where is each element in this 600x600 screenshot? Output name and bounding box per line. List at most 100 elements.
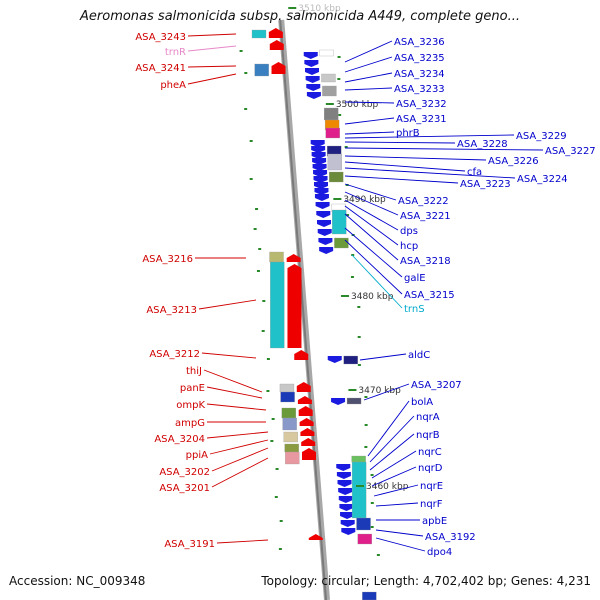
- forward-arrow: [269, 40, 284, 50]
- label-leader: [344, 213, 399, 261]
- backbone-core: [279, 19, 327, 600]
- label-leader: [344, 40, 393, 63]
- reverse-arrow: [311, 146, 326, 153]
- label-leader: [344, 131, 395, 135]
- label-leader: [371, 466, 417, 487]
- reverse-arrow: [306, 92, 321, 99]
- label-leader: [344, 161, 466, 172]
- reverse-arrow: [315, 202, 330, 209]
- scale-tick: [333, 198, 342, 200]
- label-leader: [344, 191, 399, 216]
- forward-arrow: [308, 534, 323, 540]
- label-leader: [206, 403, 267, 411]
- tick-mark: [270, 440, 274, 442]
- gene-label: bolA: [411, 397, 433, 408]
- gene-label: ppiA: [186, 450, 208, 461]
- feature-block: [279, 383, 295, 393]
- forward-arrow: [301, 438, 316, 446]
- label-leader: [187, 65, 237, 68]
- label-leader: [369, 415, 415, 463]
- label-leader: [371, 450, 417, 479]
- tick-mark: [271, 418, 275, 420]
- gene-label: ASA_3235: [394, 53, 445, 64]
- feature-block: [343, 355, 358, 365]
- forward-arrow: [298, 406, 313, 416]
- gene-label: ampG: [175, 418, 205, 429]
- reverse-arrow: [311, 152, 326, 159]
- gene-label: nqrC: [418, 447, 442, 458]
- label-leader: [203, 369, 263, 393]
- tick-mark: [249, 178, 253, 180]
- genome-backbone: [278, 19, 330, 600]
- tick-mark: [370, 502, 374, 504]
- tick-mark: [258, 248, 262, 250]
- tick-mark: [351, 254, 355, 256]
- label-leader: [344, 72, 393, 83]
- label-leader: [375, 537, 426, 552]
- gene-labels: ASA_3243trnRASA_3241pheAASA_3216ASA_3213…: [135, 32, 595, 558]
- feature-block: [319, 49, 334, 57]
- gene-label: ASA_3202: [159, 467, 210, 478]
- label-leader: [351, 254, 403, 309]
- tick-mark: [338, 114, 342, 116]
- gene-label: ASA_3226: [488, 156, 539, 167]
- tick-mark: [364, 446, 368, 448]
- feature-block: [270, 261, 285, 349]
- feature-block: [285, 451, 300, 465]
- label-leader: [367, 400, 410, 457]
- tick-mark: [275, 468, 279, 470]
- label-leader: [344, 239, 403, 295]
- gene-label: thiJ: [186, 366, 202, 377]
- label-leader: [344, 175, 459, 184]
- label-leader: [375, 529, 424, 537]
- gene-label: ASA_3215: [404, 290, 455, 301]
- gene-label: hcp: [400, 241, 418, 252]
- feature-block: [362, 591, 377, 600]
- forward-arrow: [286, 254, 301, 262]
- label-leader: [344, 147, 544, 151]
- tick-mark: [274, 496, 278, 498]
- tick-mark: [357, 336, 361, 338]
- gene-label: ASA_3234: [394, 69, 445, 80]
- label-leader: [344, 167, 516, 179]
- gene-features: [251, 28, 377, 600]
- gene-label: ASA_3227: [545, 146, 596, 157]
- reverse-arrow: [305, 76, 320, 83]
- feature-block: [321, 73, 336, 83]
- forward-arrow: [297, 396, 312, 404]
- tick-mark: [350, 276, 354, 278]
- reverse-arrow: [327, 356, 342, 363]
- label-leader: [206, 386, 263, 399]
- tick-mark: [344, 146, 348, 148]
- label-leader: [344, 227, 403, 278]
- tick-mark: [256, 270, 260, 272]
- forward-arrow: [271, 62, 286, 74]
- tick-mark: [244, 72, 248, 74]
- gene-label: dps: [400, 226, 418, 237]
- feature-block: [357, 533, 372, 545]
- scale-label: 3500 kbp: [336, 100, 379, 110]
- reverse-arrow: [304, 60, 319, 67]
- label-leader: [216, 539, 269, 544]
- gene-label: ASA_3192: [425, 532, 476, 543]
- label-leader: [187, 33, 237, 37]
- gene-label: ASA_3228: [457, 139, 508, 150]
- gene-label: nqrE: [420, 481, 443, 492]
- gene-label: cfa: [467, 167, 482, 178]
- reverse-arrow: [310, 140, 325, 147]
- summary-text: Topology: circular; Length: 4,702,402 bp…: [261, 574, 591, 588]
- label-leaders: [187, 33, 544, 552]
- gene-label: aldC: [408, 350, 430, 361]
- feature-block: [332, 209, 347, 235]
- gene-label: trnS: [404, 304, 425, 315]
- gene-label: ASA_3204: [154, 434, 205, 445]
- tick-mark: [249, 140, 253, 142]
- label-leader: [198, 299, 257, 310]
- reverse-arrow: [337, 480, 352, 487]
- tick-mark: [337, 78, 341, 80]
- forward-arrow: [300, 428, 315, 436]
- small-ticks: [239, 50, 380, 556]
- reverse-arrow: [312, 158, 327, 165]
